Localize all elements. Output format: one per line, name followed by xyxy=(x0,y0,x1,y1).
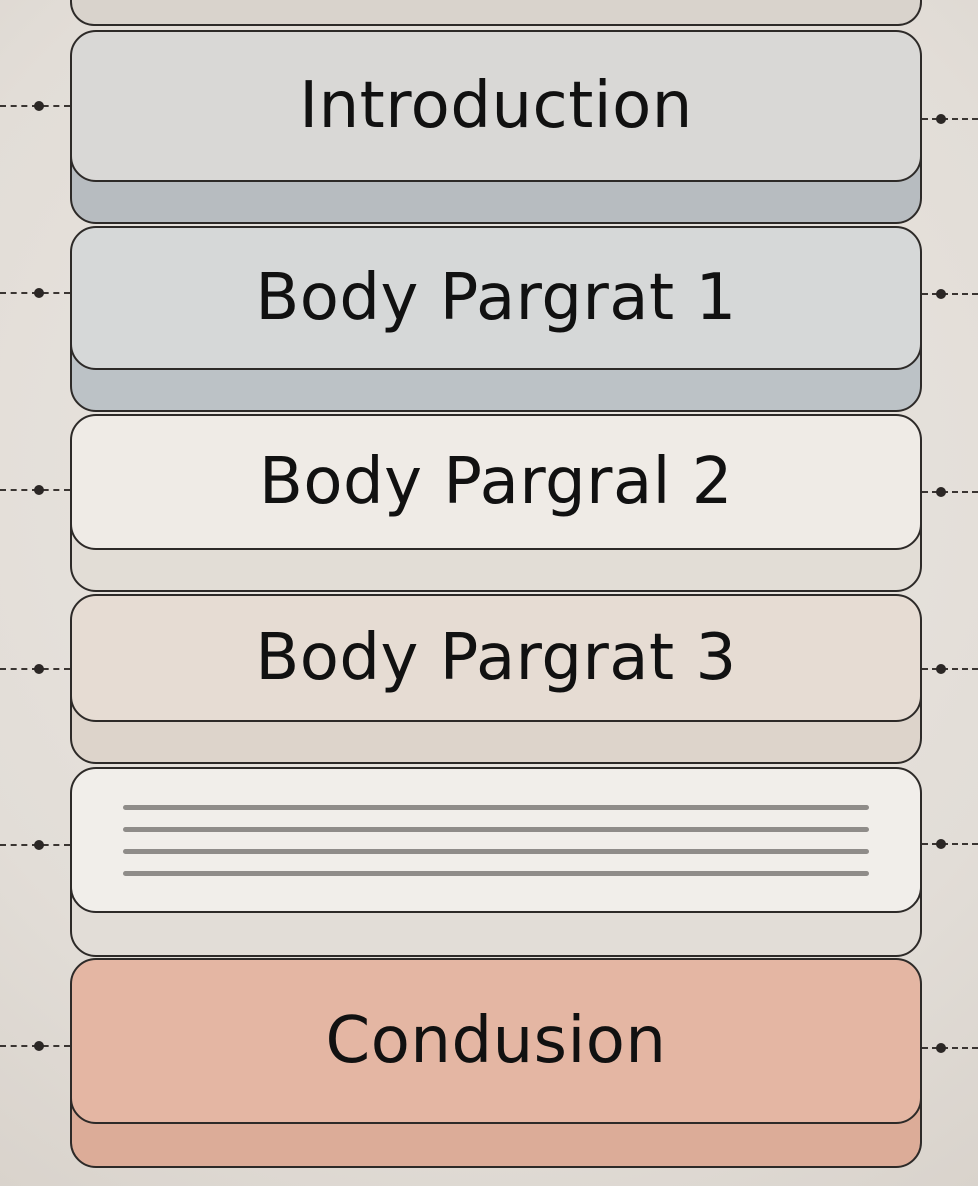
connector-dot xyxy=(936,664,946,674)
connector-dot xyxy=(34,485,44,495)
block-face: Condusion xyxy=(70,958,922,1124)
text-line xyxy=(123,848,869,854)
connector-right-introduction xyxy=(922,114,978,124)
connector-dot xyxy=(936,839,946,849)
section-label-body-1: Body Pargrat 1 xyxy=(255,261,737,335)
text-lines-placeholder xyxy=(123,804,869,876)
text-line xyxy=(123,826,869,832)
connector-right-body-2 xyxy=(922,487,978,497)
section-block-body-1[interactable]: Body Pargrat 1 xyxy=(70,226,922,412)
connector-dot xyxy=(34,288,44,298)
connector-right-body-3 xyxy=(922,664,978,674)
connector-dot xyxy=(936,1043,946,1053)
connector-dot xyxy=(936,289,946,299)
top-partial-base xyxy=(70,0,922,26)
connector-left-body-3 xyxy=(0,664,70,674)
section-block-body-2[interactable]: Body Pargral 2 xyxy=(70,414,922,592)
connector-left-body-1 xyxy=(0,288,70,298)
connector-dot xyxy=(34,101,44,111)
section-block-placeholder[interactable] xyxy=(70,767,922,957)
connector-dot xyxy=(34,1041,44,1051)
connector-left-introduction xyxy=(0,101,70,111)
block-face: Body Pargrat 3 xyxy=(70,594,922,722)
top-partial-block xyxy=(70,0,922,26)
section-block-conclusion[interactable]: Condusion xyxy=(70,958,922,1168)
section-label-body-2: Body Pargral 2 xyxy=(258,445,734,519)
block-face: Body Pargrat 1 xyxy=(70,226,922,370)
connector-right-placeholder xyxy=(922,839,978,849)
section-label-introduction: Introduction xyxy=(299,69,693,143)
block-face xyxy=(70,767,922,913)
connector-dot xyxy=(34,664,44,674)
section-block-introduction[interactable]: Introduction xyxy=(70,30,922,224)
section-label-body-3: Body Pargrat 3 xyxy=(255,621,737,695)
section-label-conclusion: Condusion xyxy=(325,1004,667,1078)
connector-left-conclusion xyxy=(0,1041,70,1051)
connector-right-conclusion xyxy=(922,1043,978,1053)
connector-dot xyxy=(936,487,946,497)
connector-dot xyxy=(34,840,44,850)
section-block-body-3[interactable]: Body Pargrat 3 xyxy=(70,594,922,764)
connector-left-placeholder xyxy=(0,840,70,850)
connector-dot xyxy=(936,114,946,124)
block-face: Body Pargral 2 xyxy=(70,414,922,550)
connector-right-body-1 xyxy=(922,289,978,299)
block-face: Introduction xyxy=(70,30,922,182)
connector-left-body-2 xyxy=(0,485,70,495)
text-line xyxy=(123,870,869,876)
text-line xyxy=(123,804,869,810)
